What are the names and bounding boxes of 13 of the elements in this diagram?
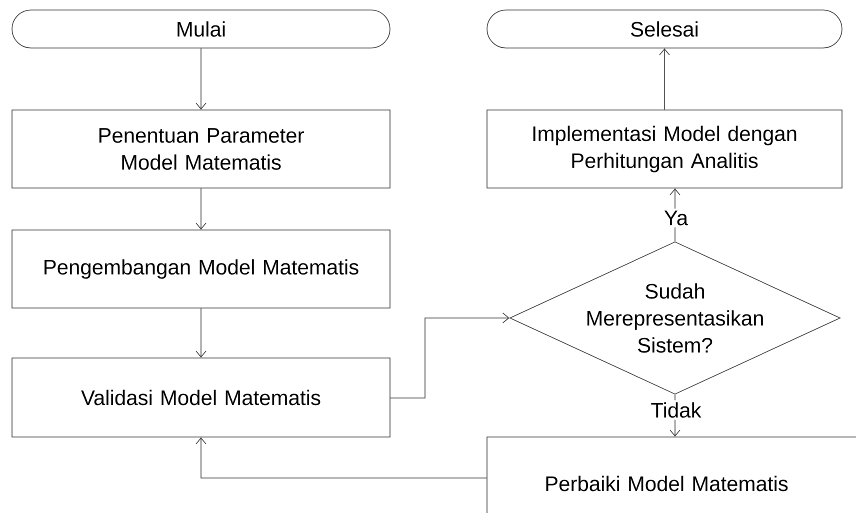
arrow bbox=[196, 188, 206, 230]
arrow bbox=[196, 48, 206, 110]
process-box: Pengembangan Model Matematis bbox=[12, 230, 390, 308]
process-box: Implementasi Model dengan Perhitungan Analitis bbox=[486, 110, 842, 188]
edge-label: Ya bbox=[662, 208, 690, 228]
process-box: Perbaiki Model Matematis bbox=[486, 436, 856, 513]
arrow bbox=[390, 312, 510, 398]
arrow bbox=[196, 437, 487, 478]
process-box: Penentuan Parameter Model Matematis bbox=[12, 110, 390, 188]
arrow bbox=[659, 48, 670, 110]
process-box: Validasi Model Matematis bbox=[12, 358, 390, 438]
edge-label: Tidak bbox=[648, 400, 704, 420]
arrow bbox=[196, 308, 206, 358]
